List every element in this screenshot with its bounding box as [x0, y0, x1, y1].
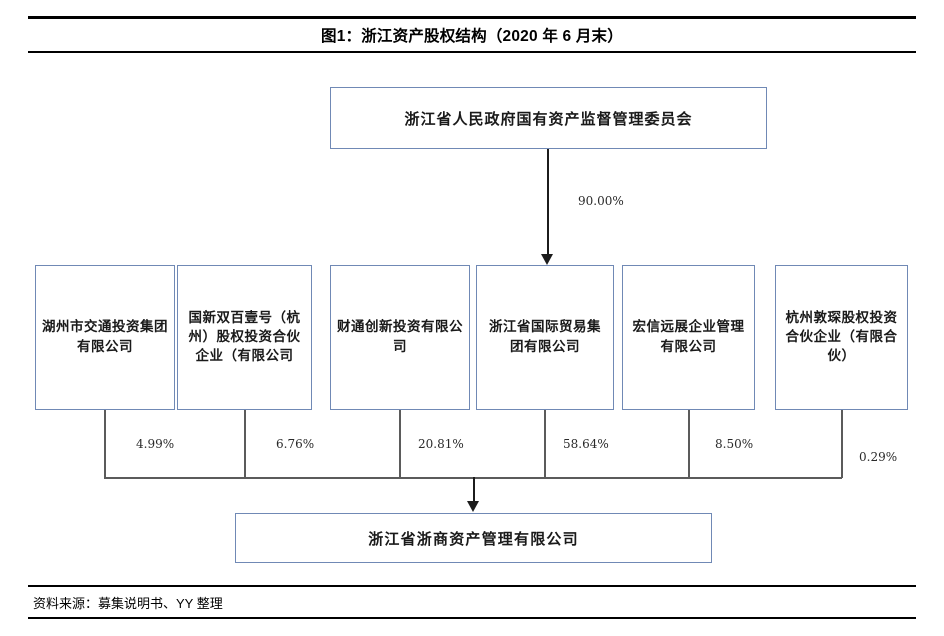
node-shareholder-3-label: 财通创新投资有限公司	[337, 319, 463, 355]
edge-sh6-droplink	[841, 410, 843, 478]
edge-controller-line	[547, 149, 549, 256]
edge-sh1-droplink	[104, 410, 106, 478]
node-shareholder-6-label: 杭州敦琛股权投资合伙企业（有限合伙）	[785, 309, 898, 365]
edge-sh3-droplink	[399, 410, 401, 478]
edge-sh5-droplink	[688, 410, 690, 478]
edge-controller-arrowhead	[541, 254, 553, 265]
edge-sh4-droplink	[544, 410, 546, 478]
edge-sh6-percent: 0.29%	[859, 450, 898, 464]
edge-target-line	[473, 477, 475, 504]
node-target-company-label: 浙江省浙商资产管理有限公司	[368, 529, 579, 548]
edge-sh4-percent: 58.64%	[563, 437, 609, 451]
edge-sh1-percent: 4.99%	[136, 437, 175, 451]
node-shareholder-1-label: 湖州市交通投资集团有限公司	[42, 319, 168, 355]
node-controller-label: 浙江省人民政府国有资产监督管理委员会	[404, 109, 693, 128]
node-shareholder-5-label: 宏信远展企业管理有限公司	[632, 319, 745, 355]
source-note: 资料来源：募集说明书、YY 整理	[33, 596, 223, 611]
title-rule-bottom	[28, 51, 916, 53]
edge-sh2-percent: 6.76%	[276, 437, 315, 451]
title-rule-top	[28, 16, 916, 19]
node-shareholder-5: 宏信远展企业管理有限公司	[622, 265, 755, 410]
node-shareholder-6: 杭州敦琛股权投资合伙企业（有限合伙）	[775, 265, 908, 410]
node-shareholder-4-label: 浙江省国际贸易集团有限公司	[489, 319, 601, 355]
node-shareholder-2: 国新双百壹号（杭州）股权投资合伙企业（有限公司	[177, 265, 312, 410]
source-rule-top	[28, 585, 916, 587]
edge-controller-percent: 90.00%	[578, 194, 624, 208]
node-controller: 浙江省人民政府国有资产监督管理委员会	[330, 87, 767, 149]
edge-sh5-percent: 8.50%	[715, 437, 754, 451]
node-shareholder-3: 财通创新投资有限公司	[330, 265, 470, 410]
edge-sh2-droplink	[244, 410, 246, 478]
ownership-diagram: 浙江省人民政府国有资产监督管理委员会 90.00% 湖州市交通投资集团有限公司 …	[0, 60, 944, 580]
source-rule-bottom	[28, 617, 916, 619]
node-shareholder-2-label: 国新双百壹号（杭州）股权投资合伙企业（有限公司	[188, 309, 301, 365]
node-shareholder-4: 浙江省国际贸易集团有限公司	[476, 265, 614, 410]
edge-target-arrowhead	[467, 501, 479, 512]
edge-sh3-percent: 20.81%	[418, 437, 464, 451]
node-shareholder-1: 湖州市交通投资集团有限公司	[35, 265, 175, 410]
node-target-company: 浙江省浙商资产管理有限公司	[235, 513, 712, 563]
figure-title: 图1：浙江资产股权结构（2020 年 6 月末）	[321, 28, 623, 45]
